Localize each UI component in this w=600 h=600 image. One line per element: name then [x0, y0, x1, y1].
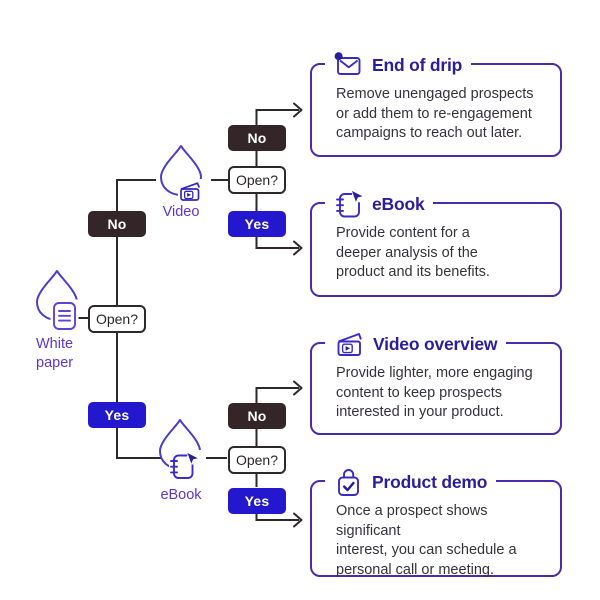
video-overview-legend: Video overview [325, 328, 507, 360]
video-no-tag: No [228, 125, 286, 151]
ebook-legend: eBook [325, 188, 434, 220]
end-of-drip-legend: End of drip [325, 49, 472, 81]
ebook-droplet-icon [158, 419, 202, 482]
whitepaper-droplet-icon [35, 270, 79, 333]
ebook-no-tag: No [228, 403, 286, 429]
card-title: Video overview [373, 333, 498, 354]
card-title: eBook [372, 193, 425, 214]
card-body: Remove unengaged prospects or add them t… [336, 86, 534, 142]
card-body: Provide content for a deeper analysis of… [336, 225, 490, 281]
product-demo-card: Product demo Once a prospect shows signi… [310, 466, 562, 578]
envelope-notification-icon [334, 52, 361, 75]
ebook-cursor-icon [336, 190, 363, 217]
whitepaper-no-tag: No [88, 211, 146, 237]
ebook-label: eBook [160, 487, 202, 503]
clapperboard-play-icon [337, 333, 362, 356]
card-body: Provide lighter, more engaging content t… [336, 365, 533, 421]
video-overview-card: Video overview Provide lighter, more eng… [310, 328, 562, 435]
card-title: Product demo [372, 471, 488, 492]
video-open-decision: Open? [228, 166, 286, 194]
whitepaper-label: White paper [36, 336, 74, 371]
end-of-drip-card: End of drip Remove unengaged prospects o… [310, 49, 562, 157]
card-body: Once a prospect shows significant intere… [336, 503, 517, 579]
product-demo-legend: Product demo [325, 466, 497, 498]
video-yes-tag: Yes [228, 211, 286, 237]
card-title: End of drip [372, 54, 463, 75]
ebook-card: eBook Provide content for a deeper analy… [310, 188, 562, 297]
ebook-open-decision: Open? [228, 446, 286, 474]
ebook-yes-tag: Yes [228, 488, 286, 514]
video-droplet-icon [159, 145, 211, 206]
whitepaper-yes-tag: Yes [88, 402, 146, 428]
whitepaper-open-decision: Open? [88, 305, 146, 333]
video-label: Video [162, 204, 200, 220]
bag-check-icon [338, 468, 359, 496]
